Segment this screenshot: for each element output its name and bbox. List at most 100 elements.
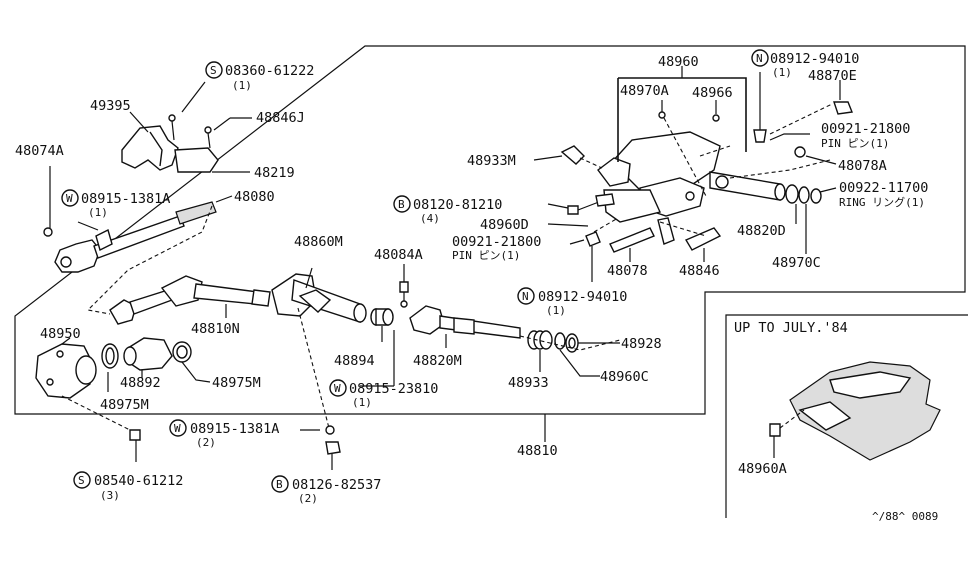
label-08915-1381A-bottom-qty: (2) bbox=[196, 436, 216, 449]
marker-b-08120: B bbox=[393, 195, 411, 213]
label-48975M-right: 48975M bbox=[212, 375, 261, 391]
svg-text:N: N bbox=[756, 52, 763, 65]
svg-text:S: S bbox=[210, 64, 217, 77]
label-48860M: 48860M bbox=[294, 234, 343, 250]
label-08915-1381A-bottom: 08915-1381A bbox=[190, 421, 279, 437]
sleeve-48846 bbox=[684, 227, 722, 251]
label-00922-11700: 00922-11700 bbox=[839, 180, 928, 196]
marker-s-08540: S bbox=[73, 471, 91, 489]
label-08915-23810-qty: (1) bbox=[352, 396, 372, 409]
label-08360-qty: (1) bbox=[232, 79, 252, 92]
label-00921-21800-bottom-pin: PIN ピン(1) bbox=[452, 249, 520, 262]
inset-housing bbox=[789, 361, 941, 461]
label-48892: 48892 bbox=[120, 375, 161, 391]
marker-n-08912b: N bbox=[517, 287, 535, 305]
svg-text:W: W bbox=[334, 382, 341, 395]
flange-48950 bbox=[35, 343, 97, 399]
assembly-frame bbox=[14, 45, 966, 415]
shaft-48810N bbox=[109, 275, 271, 325]
svg-text:S: S bbox=[78, 474, 85, 487]
bolt-08126-82537 bbox=[325, 441, 341, 455]
label-00921-21800-top: 00921-21800 bbox=[821, 121, 910, 137]
label-48970A: 48970A bbox=[620, 83, 669, 99]
clamp-48975M bbox=[172, 341, 192, 363]
label-49395: 49395 bbox=[90, 98, 131, 114]
bracket-49395 bbox=[121, 114, 219, 173]
label-48846J: 48846J bbox=[256, 110, 305, 126]
label-48820D: 48820D bbox=[737, 223, 786, 239]
label-48219: 48219 bbox=[254, 165, 295, 181]
column-assembly-48960 bbox=[597, 131, 786, 245]
bolt-48966 bbox=[712, 114, 720, 122]
svg-text:B: B bbox=[398, 198, 405, 211]
label-48084A: 48084A bbox=[374, 247, 423, 263]
label-48960C: 48960C bbox=[600, 369, 649, 385]
label-08120-81210: 08120-81210 bbox=[413, 197, 502, 213]
label-48078: 48078 bbox=[607, 263, 648, 279]
label-48870E: 48870E bbox=[808, 68, 857, 84]
svg-text:N: N bbox=[522, 290, 529, 303]
label-00921-21800-bottom: 00921-21800 bbox=[452, 234, 541, 250]
inset-title: UP TO JULY.'84 bbox=[734, 320, 848, 336]
boot-48892 bbox=[123, 337, 173, 371]
label-08120-81210-qty: (4) bbox=[420, 212, 440, 225]
label-08915-1381A-top: 08915-1381A bbox=[81, 191, 170, 207]
label-48820M: 48820M bbox=[413, 353, 462, 369]
label-48960D: 48960D bbox=[480, 217, 529, 233]
bolt-08540-61212 bbox=[129, 429, 141, 441]
label-48080: 48080 bbox=[234, 189, 275, 205]
label-08912-94010-bottom-qty: (1) bbox=[546, 304, 566, 317]
bolt-48960A bbox=[769, 423, 781, 437]
spring-48933 bbox=[527, 330, 553, 350]
label-08912-94010-top-qty: (1) bbox=[772, 66, 792, 79]
label-48810: 48810 bbox=[517, 443, 558, 459]
svg-text:W: W bbox=[66, 192, 73, 205]
bolt-08915-1381A bbox=[325, 425, 335, 435]
label-48950: 48950 bbox=[40, 326, 81, 342]
pin-48078A bbox=[794, 146, 806, 158]
nut-08912-94010 bbox=[753, 129, 767, 143]
label-48074A: 48074A bbox=[15, 143, 64, 159]
label-48933M: 48933M bbox=[467, 153, 516, 169]
label-48960: 48960 bbox=[658, 54, 699, 70]
label-08126-82537-qty: (2) bbox=[298, 492, 318, 505]
label-48928: 48928 bbox=[621, 336, 662, 352]
pin-00921-21800 bbox=[585, 231, 601, 247]
label-48894: 48894 bbox=[334, 353, 375, 369]
label-08540-61212-qty: (3) bbox=[100, 489, 120, 502]
marker-w-08915a: W bbox=[61, 189, 79, 207]
label-48933: 48933 bbox=[508, 375, 549, 391]
label-00921-21800-top-pin: PIN ピン(1) bbox=[821, 137, 889, 150]
label-08126-82537: 08126-82537 bbox=[292, 477, 381, 493]
marker-w-08915b: W bbox=[329, 379, 347, 397]
marker-b-08126: B bbox=[271, 475, 289, 493]
marker-s-08360: S bbox=[205, 61, 223, 79]
label-08915-23810: 08915-23810 bbox=[349, 381, 438, 397]
clip-48870E bbox=[833, 101, 853, 115]
label-00922-11700-ring: RING リング(1) bbox=[839, 195, 925, 209]
label-48966: 48966 bbox=[692, 85, 733, 101]
ring-48820D bbox=[785, 184, 822, 204]
label-08540-61212: 08540-61212 bbox=[94, 473, 183, 489]
label-48960A: 48960A bbox=[738, 461, 787, 477]
bushing-48894 bbox=[370, 308, 394, 326]
label-48810N: 48810N bbox=[191, 321, 240, 337]
label-08912-94010-bottom: 08912-94010 bbox=[538, 289, 627, 305]
label-08360-61222: 08360-61222 bbox=[225, 63, 314, 79]
label-08912-94010-top: 08912-94010 bbox=[770, 51, 859, 67]
clip-48933M bbox=[560, 145, 585, 165]
label-08915-1381A-top-qty: (1) bbox=[88, 206, 108, 219]
seal-48975M bbox=[101, 343, 119, 369]
bolt-48084A bbox=[399, 281, 409, 293]
label-48975M-left: 48975M bbox=[100, 397, 149, 413]
svg-text:B: B bbox=[276, 478, 283, 491]
shaft-48080 bbox=[54, 201, 217, 273]
bolt-48074A bbox=[43, 227, 53, 237]
bolt-08120-81210 bbox=[567, 205, 579, 215]
shaft-48820M bbox=[409, 305, 521, 339]
marker-w-08915c: W bbox=[169, 419, 187, 437]
label-48078A: 48078A bbox=[838, 158, 887, 174]
svg-text:W: W bbox=[174, 422, 181, 435]
inset-frame bbox=[725, 314, 968, 518]
